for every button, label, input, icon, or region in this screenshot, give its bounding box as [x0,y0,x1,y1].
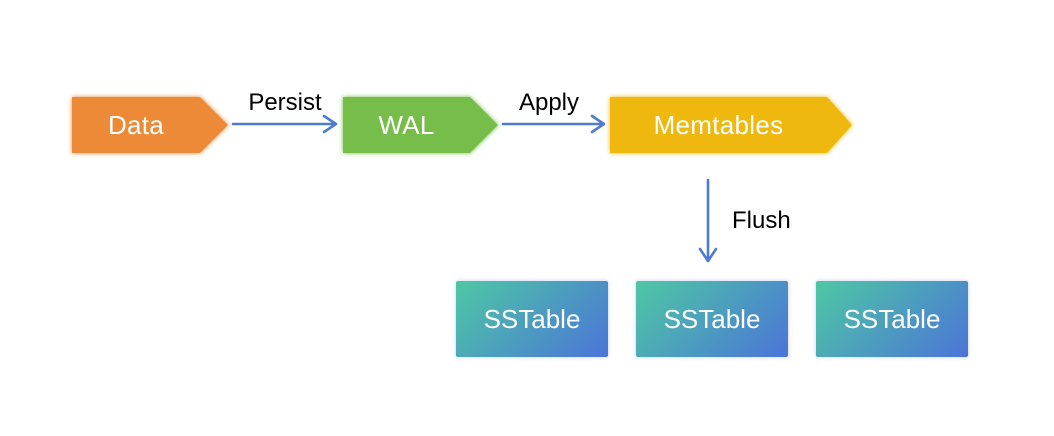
sstable-box: SSTable [456,281,608,357]
sstable-label: SSTable [843,303,941,334]
apply-arrow [501,114,606,134]
sstable-label: SSTable [663,303,761,334]
node-wal: WAL [343,97,498,153]
node-memtables-shape: Memtables [610,97,852,153]
persist-edge-label: Persist [248,89,322,116]
sstable-box: SSTable [816,281,968,357]
node-data-shape: Data [72,97,228,153]
node-data: Data [72,97,228,153]
flush-edge-label: Flush [732,207,791,234]
sstable-label: SSTable [483,303,581,334]
node-memtables: Memtables [610,97,852,153]
node-data-label: Data [107,109,165,140]
node-wal-shape: WAL [343,97,498,153]
apply-edge-label: Apply [518,89,580,116]
persist-arrow [231,114,338,134]
node-wal-label: WAL [378,109,435,140]
flush-arrow [698,178,718,263]
node-memtables-label: Memtables [653,109,784,140]
sstable-box: SSTable [636,281,788,357]
